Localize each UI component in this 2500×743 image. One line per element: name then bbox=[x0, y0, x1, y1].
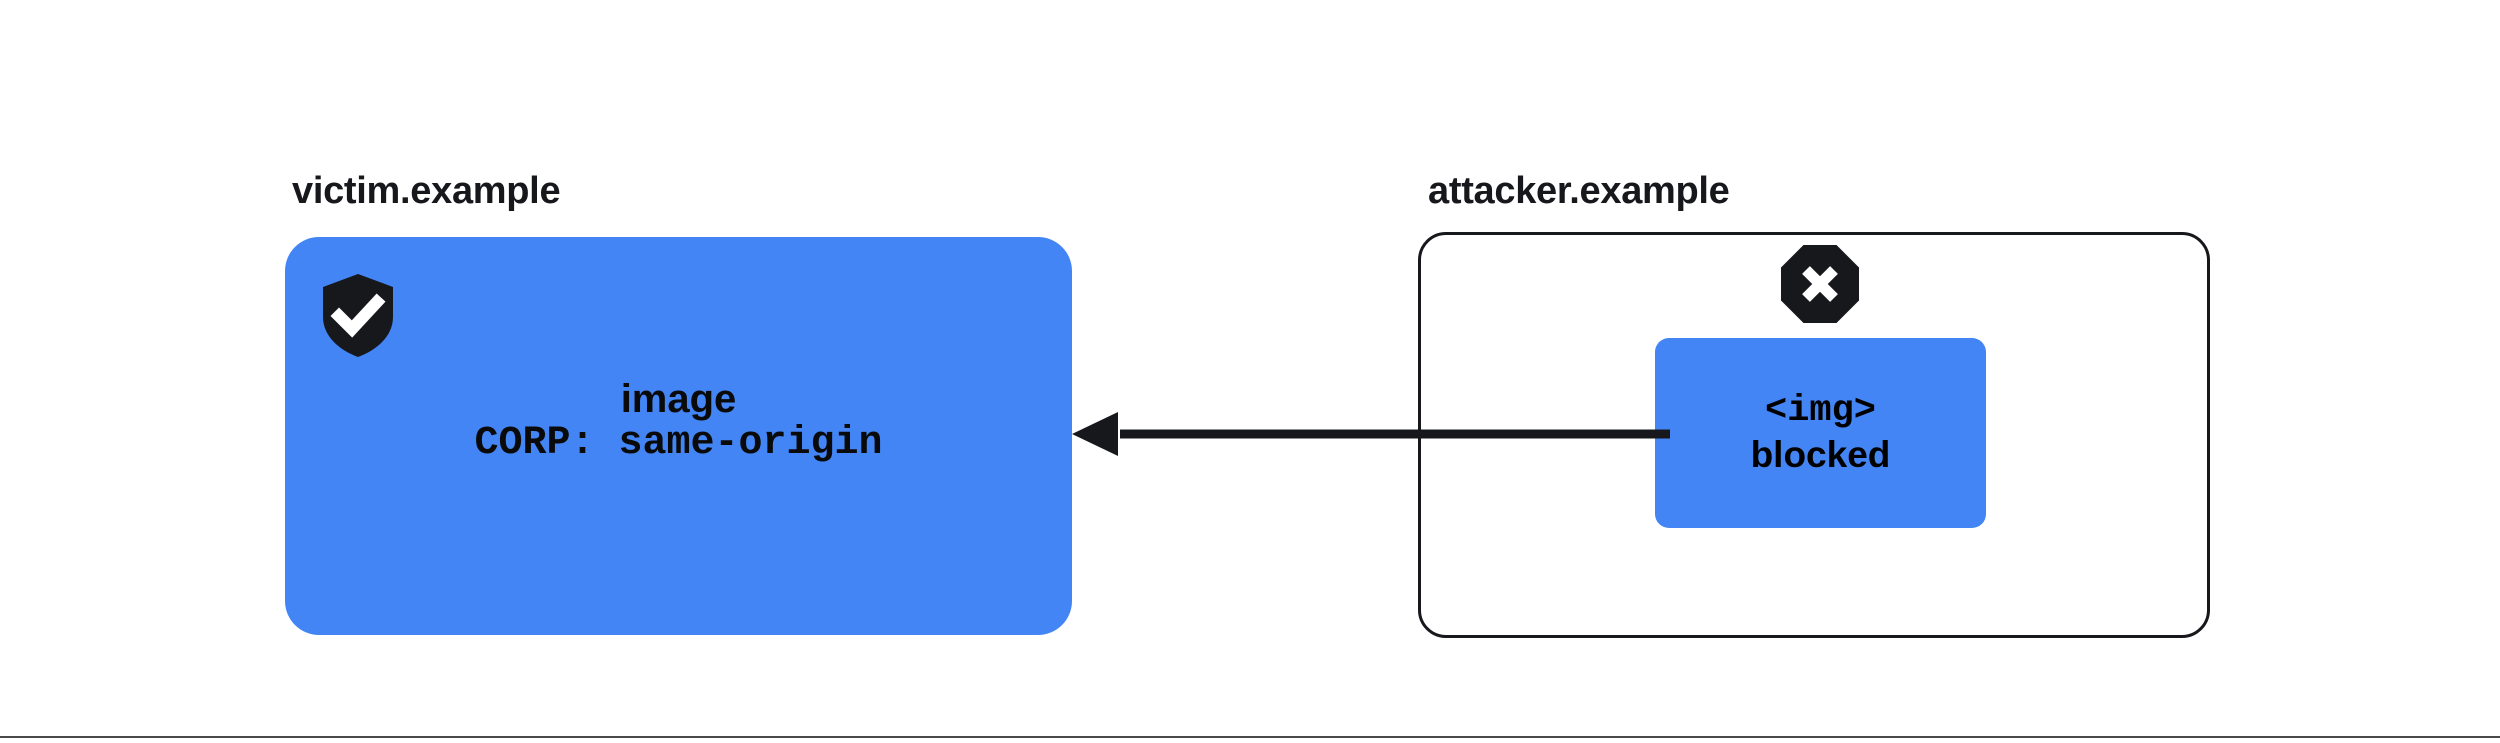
shield-check-icon bbox=[321, 273, 395, 358]
octagon-x-icon bbox=[1780, 244, 1860, 324]
origin-card-victim bbox=[285, 237, 1072, 635]
attacker-img-element: <img> bbox=[1764, 390, 1877, 432]
cross-origin-request-arrow bbox=[1060, 404, 1670, 464]
bottom-divider bbox=[0, 736, 2500, 738]
attacker-img-outcome: blocked bbox=[1750, 434, 1891, 475]
origin-label-attacker: attacker.example bbox=[1428, 170, 1730, 212]
attacker-img-request-box: <img> blocked bbox=[1655, 338, 1986, 528]
origin-label-victim: victim.example bbox=[292, 170, 561, 212]
